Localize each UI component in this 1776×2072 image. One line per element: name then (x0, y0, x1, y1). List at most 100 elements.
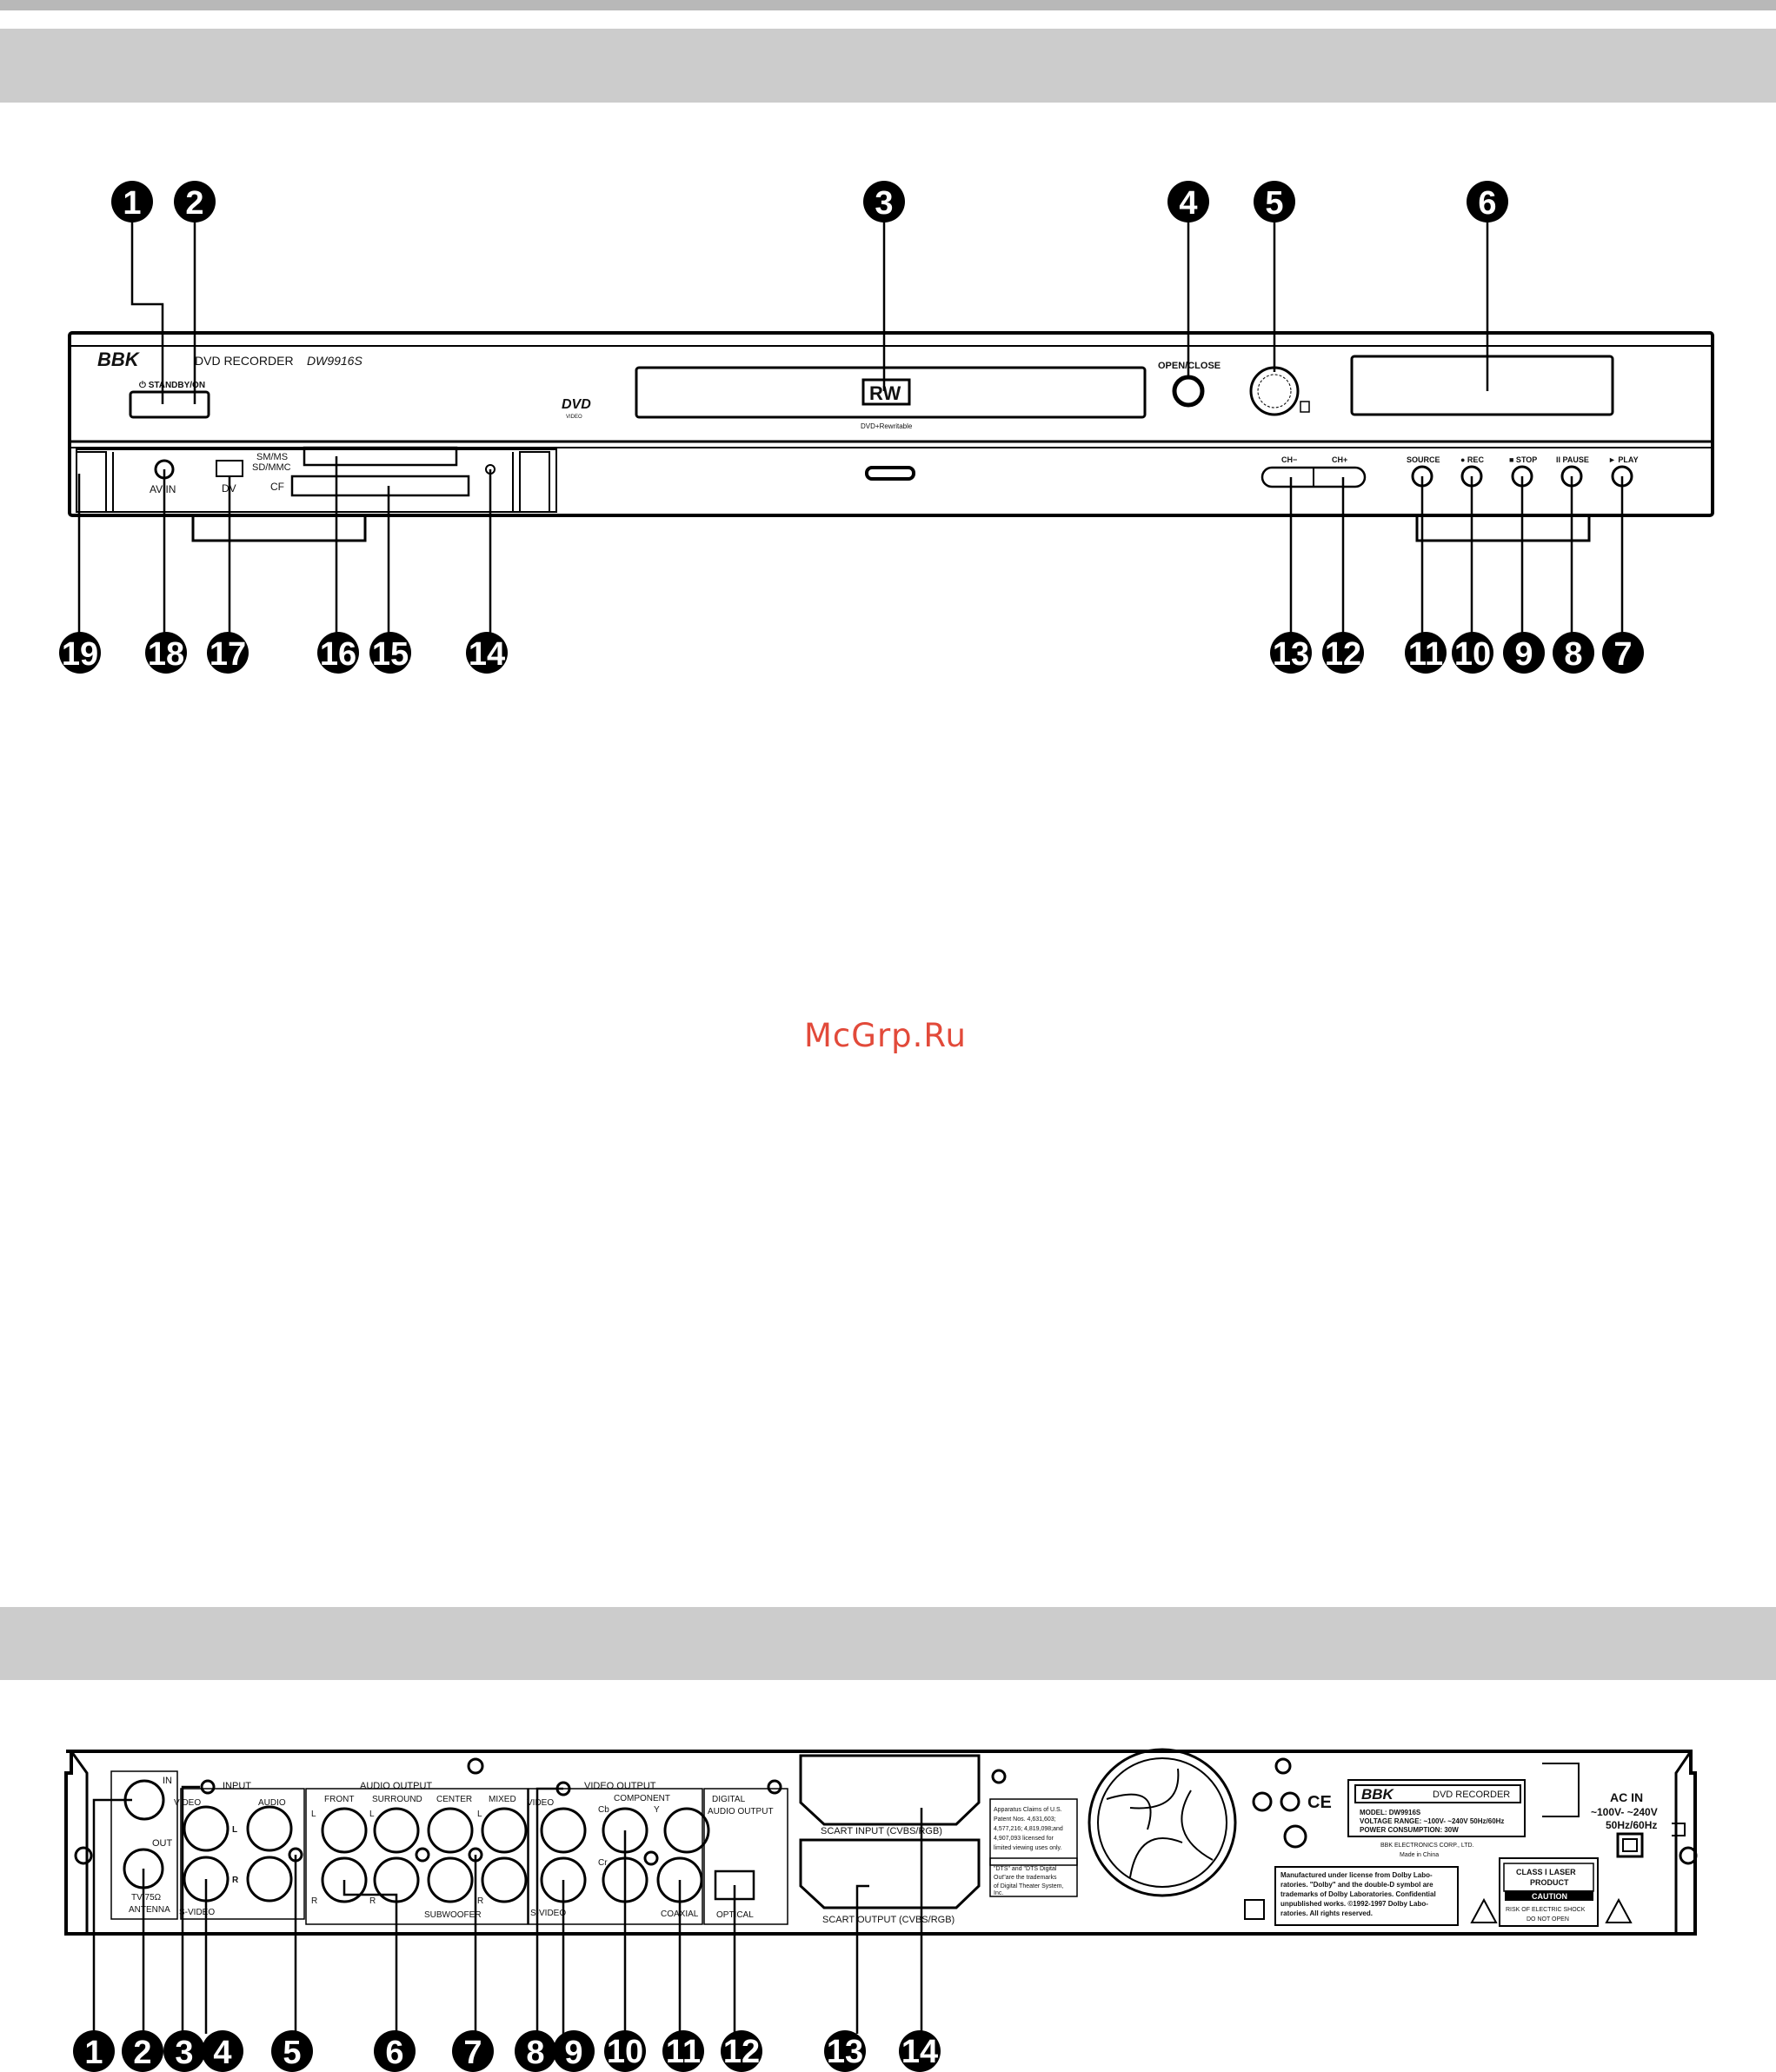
surround-l-label: L (369, 1810, 375, 1819)
dolby-line-4: unpublished works. ©1992-1997 Dolby Labo… (1280, 1900, 1428, 1908)
svg-text:1: 1 (84, 2035, 103, 2071)
scart-output-label: SCART OUTPUT (CVBS/RGB) (822, 1915, 955, 1925)
rear-callout-3: 3 (163, 2030, 205, 2072)
svg-text:9: 9 (1514, 636, 1533, 673)
dts-line-4: Inc. (994, 1890, 1003, 1896)
antenna-in-label: IN (163, 1776, 172, 1786)
output-s-video-label: S-VIDEO (530, 1909, 566, 1918)
front-panel (68, 331, 1714, 542)
patent-line-5: limited viewing uses only. (994, 1845, 1062, 1851)
svg-text:2: 2 (185, 185, 203, 222)
digital-audio-output-label: AUDIO OUTPUT (708, 1807, 774, 1816)
rear-company: BBK ELECTRONICS CORP., LTD. (1380, 1843, 1474, 1849)
front-brand-logo: BBK (97, 349, 141, 370)
svg-text:7: 7 (1613, 636, 1632, 673)
rear-callout-14: 14 (899, 2030, 941, 2072)
svg-text:2: 2 (133, 2035, 151, 2071)
svg-text:14: 14 (469, 636, 505, 673)
front-callout-19: 19 (59, 632, 101, 674)
tv-antenna-label: TV 75Ω (131, 1893, 162, 1903)
antenna-label: ANTENNA (129, 1905, 170, 1915)
front-callout-12: 12 (1322, 632, 1364, 674)
front-r-label: R (311, 1896, 317, 1906)
rear-callout-4: 4 (202, 2030, 243, 2072)
svg-text:12: 12 (723, 2034, 760, 2070)
ce-mark: CE (1307, 1793, 1332, 1812)
front-callouts: 1 2 3 4 5 6 7 8 9 10 11 12 13 14 15 16 1… (59, 181, 1644, 674)
svg-text:10: 10 (607, 2034, 643, 2070)
front-model-line: DVD RECORDER (195, 354, 294, 368)
video-output-label: VIDEO OUTPUT (584, 1781, 656, 1791)
front-callout-18: 18 (145, 632, 187, 674)
rear-callout-6: 6 (374, 2030, 416, 2072)
source-label: SOURCE (1407, 455, 1440, 464)
scart-input-label: SCART INPUT (CVBS/RGB) (821, 1826, 942, 1836)
shock-label: RISK OF ELECTRIC SHOCK (1506, 1907, 1586, 1913)
patent-line-2: Patent Nos. 4,631,603; (994, 1816, 1056, 1823)
product-label: PRODUCT (1530, 1878, 1569, 1887)
cr-label: Cr (598, 1858, 608, 1868)
svg-text:5: 5 (1265, 185, 1283, 222)
front-callout-11: 11 (1405, 632, 1447, 674)
rear-callout-8: 8 (515, 2030, 556, 2072)
front-callout-13: 13 (1270, 632, 1312, 674)
dvd-logo-sub: VIDEO (566, 415, 582, 420)
svg-text:19: 19 (62, 636, 98, 673)
rw-caption: DVD+Rewritable (861, 422, 913, 430)
svg-text:10: 10 (1454, 636, 1491, 673)
dolby-line-5: ratories. All rights reserved. (1280, 1909, 1373, 1917)
dolby-line-3: trademarks of Dolby Laboratories. Confid… (1280, 1890, 1436, 1898)
rear-callout-10: 10 (604, 2030, 646, 2072)
input-r-label: R (232, 1876, 239, 1885)
svg-text:13: 13 (827, 2034, 863, 2070)
front-callout-9: 9 (1503, 632, 1545, 674)
y-label: Y (654, 1805, 660, 1815)
front-callout-14: 14 (466, 632, 508, 674)
rear-brand-logo-box (1354, 1784, 1521, 1803)
sm-ms-label: SM/MS (256, 452, 288, 462)
front-callout-16: 16 (317, 632, 359, 674)
sd-mmc-label: SD/MMC (252, 462, 291, 473)
front-callout-3: 3 (863, 181, 905, 222)
svg-text:5: 5 (283, 2035, 301, 2071)
svg-text:16: 16 (320, 636, 356, 673)
dts-line-2: Out"are the trademarks (994, 1875, 1057, 1881)
rec-label: ● REC (1460, 455, 1484, 464)
ch-plus-label: CH+ (1332, 455, 1347, 464)
watermark: McGrp.Ru (804, 1017, 967, 1054)
rear-callout-7: 7 (452, 2030, 494, 2072)
front-callout-7: 7 (1602, 632, 1644, 674)
dolby-line-1: Manufactured under license from Dolby La… (1280, 1871, 1433, 1879)
rear-brand-logo: BBK (1361, 1786, 1395, 1803)
rear-callout-2: 2 (122, 2030, 163, 2072)
rear-made-in: Made in China (1400, 1852, 1439, 1858)
front-callout-2: 2 (174, 181, 216, 222)
patent-line-3: 4,577,216; 4,819,098;and (994, 1826, 1063, 1832)
svg-text:15: 15 (372, 636, 409, 673)
rear-voltage: VOLTAGE RANGE: ~100V- ~240V 50Hz/60Hz (1360, 1817, 1504, 1825)
pause-label: II PAUSE (1556, 455, 1589, 464)
front-callout-6: 6 (1467, 181, 1508, 222)
mixed-label: MIXED (489, 1795, 516, 1804)
rear-panel-header-band (0, 1607, 1776, 1680)
front-label: FRONT (324, 1795, 354, 1804)
av-in-label: AV IN (150, 483, 176, 495)
rw-logo-box (861, 378, 911, 406)
svg-text:6: 6 (385, 2035, 403, 2071)
rear-callout-13: 13 (824, 2030, 866, 2072)
front-callout-17: 17 (207, 632, 249, 674)
rear-model: MODEL: DW9916S (1360, 1809, 1421, 1816)
svg-text:8: 8 (1564, 636, 1582, 673)
input-l-label: L (232, 1825, 237, 1835)
front-callout-10: 10 (1452, 632, 1493, 674)
ch-minus-label: CH− (1281, 455, 1297, 464)
svg-text:11: 11 (666, 2034, 701, 2070)
caution-bar (1505, 1890, 1593, 1901)
rear-callout-11: 11 (662, 2030, 704, 2072)
rear-callouts: 1 2 3 4 5 6 7 8 9 10 11 12 13 14 (73, 2030, 941, 2072)
rear-dvd-recorder: DVD RECORDER (1433, 1790, 1510, 1800)
rear-labels: IN OUT TV 75Ω ANTENNA INPUT VIDEO AUDIO … (129, 1776, 1658, 1925)
front-callout-8: 8 (1553, 632, 1594, 674)
do-not-open-label: DO NOT OPEN (1527, 1916, 1569, 1923)
svg-text:9: 9 (564, 2035, 582, 2071)
